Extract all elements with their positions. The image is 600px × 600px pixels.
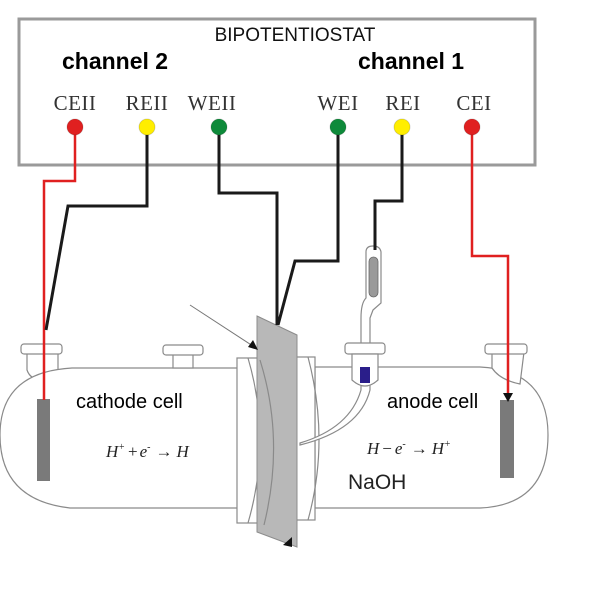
wire-ceii [42, 127, 77, 400]
port-label-weii: WEII [188, 91, 237, 115]
cathode-top-port-flange [162, 344, 204, 356]
anode-cell-label: anode cell [387, 391, 478, 413]
port-label-ceii: CEII [54, 91, 97, 115]
anode-reaction-op: − [382, 439, 392, 458]
port-label-wei: WEI [317, 91, 358, 115]
membrane-pointer-line [189, 304, 257, 349]
reference-electrode [299, 245, 386, 446]
electrolyte-label: NaOH [348, 471, 406, 494]
connector-wei [329, 118, 347, 136]
port-label-reii: REII [126, 91, 169, 115]
cathode-reaction-op: + [128, 442, 138, 461]
reference-electrode-body [299, 245, 382, 446]
anode-reaction-e: e [395, 439, 403, 458]
anode-counter-electrode [500, 400, 514, 478]
cathode-reaction-e-sup: - [147, 442, 150, 453]
connectors [66, 118, 481, 136]
cathode-reaction-arrow: → [156, 442, 173, 461]
cathode-reaction: H++e-→H [105, 442, 191, 461]
instrument-title: BIPOTENTIOSTAT [215, 25, 376, 46]
cathode-reaction-h-sup: + [118, 442, 125, 453]
cathode-reaction-h: H [105, 442, 120, 461]
connector-rei [393, 118, 411, 136]
anode-cell: anode cell H−e-→H+ NaOH [294, 343, 549, 521]
wire-reii [44, 127, 149, 331]
wire-rei [373, 127, 404, 250]
membrane-sheet [256, 315, 298, 548]
cathode-reaction-product: H [176, 442, 191, 461]
port-label-rei: REI [385, 91, 420, 115]
membrane-arrowhead-top [248, 340, 258, 350]
instrument-panel [17, 17, 537, 167]
anode-electrode-arrowhead [503, 393, 513, 402]
anode-reaction-e-sup: - [402, 439, 405, 450]
anode-port-flange [484, 343, 528, 355]
cathode-cell-label: cathode cell [76, 391, 183, 413]
membrane-arrowhead-bottom [283, 537, 292, 547]
wire-wei [276, 127, 340, 326]
wires [42, 127, 513, 402]
connector-weii [210, 118, 228, 136]
cathode-port-flange [20, 343, 63, 355]
cathode-cell: cathode cell H++e-→H [0, 343, 261, 524]
cathode-membrane-flange [236, 357, 260, 524]
cathode-cell-body [0, 367, 241, 509]
connector-cei [463, 118, 481, 136]
anode-reaction-product-sup: + [444, 439, 451, 450]
reference-electrode-element [368, 256, 379, 298]
reference-electrode-tip [360, 367, 370, 383]
wire-cei [470, 127, 510, 400]
anode-reaction-product: H [431, 439, 446, 458]
connector-reii [138, 118, 156, 136]
reference-port-flange [344, 342, 386, 355]
wire-weii [217, 127, 279, 325]
membrane-electrode [189, 304, 298, 548]
port-label-cei: CEI [456, 91, 491, 115]
anode-reaction-arrow: → [411, 439, 428, 458]
membrane-curve [259, 359, 275, 526]
connector-ceii [66, 118, 84, 136]
channel-2-label: channel 2 [62, 48, 168, 74]
anode-reaction: H−e-→H+ [366, 439, 451, 458]
cathode-reaction-e: e [140, 442, 148, 461]
channel-1-label: channel 1 [358, 48, 464, 74]
anode-reaction-h: H [366, 439, 381, 458]
bipotentiostat-box: BIPOTENTIOSTAT channel 2 channel 1 CEII … [17, 17, 537, 167]
cathode-counter-electrode [37, 399, 50, 481]
